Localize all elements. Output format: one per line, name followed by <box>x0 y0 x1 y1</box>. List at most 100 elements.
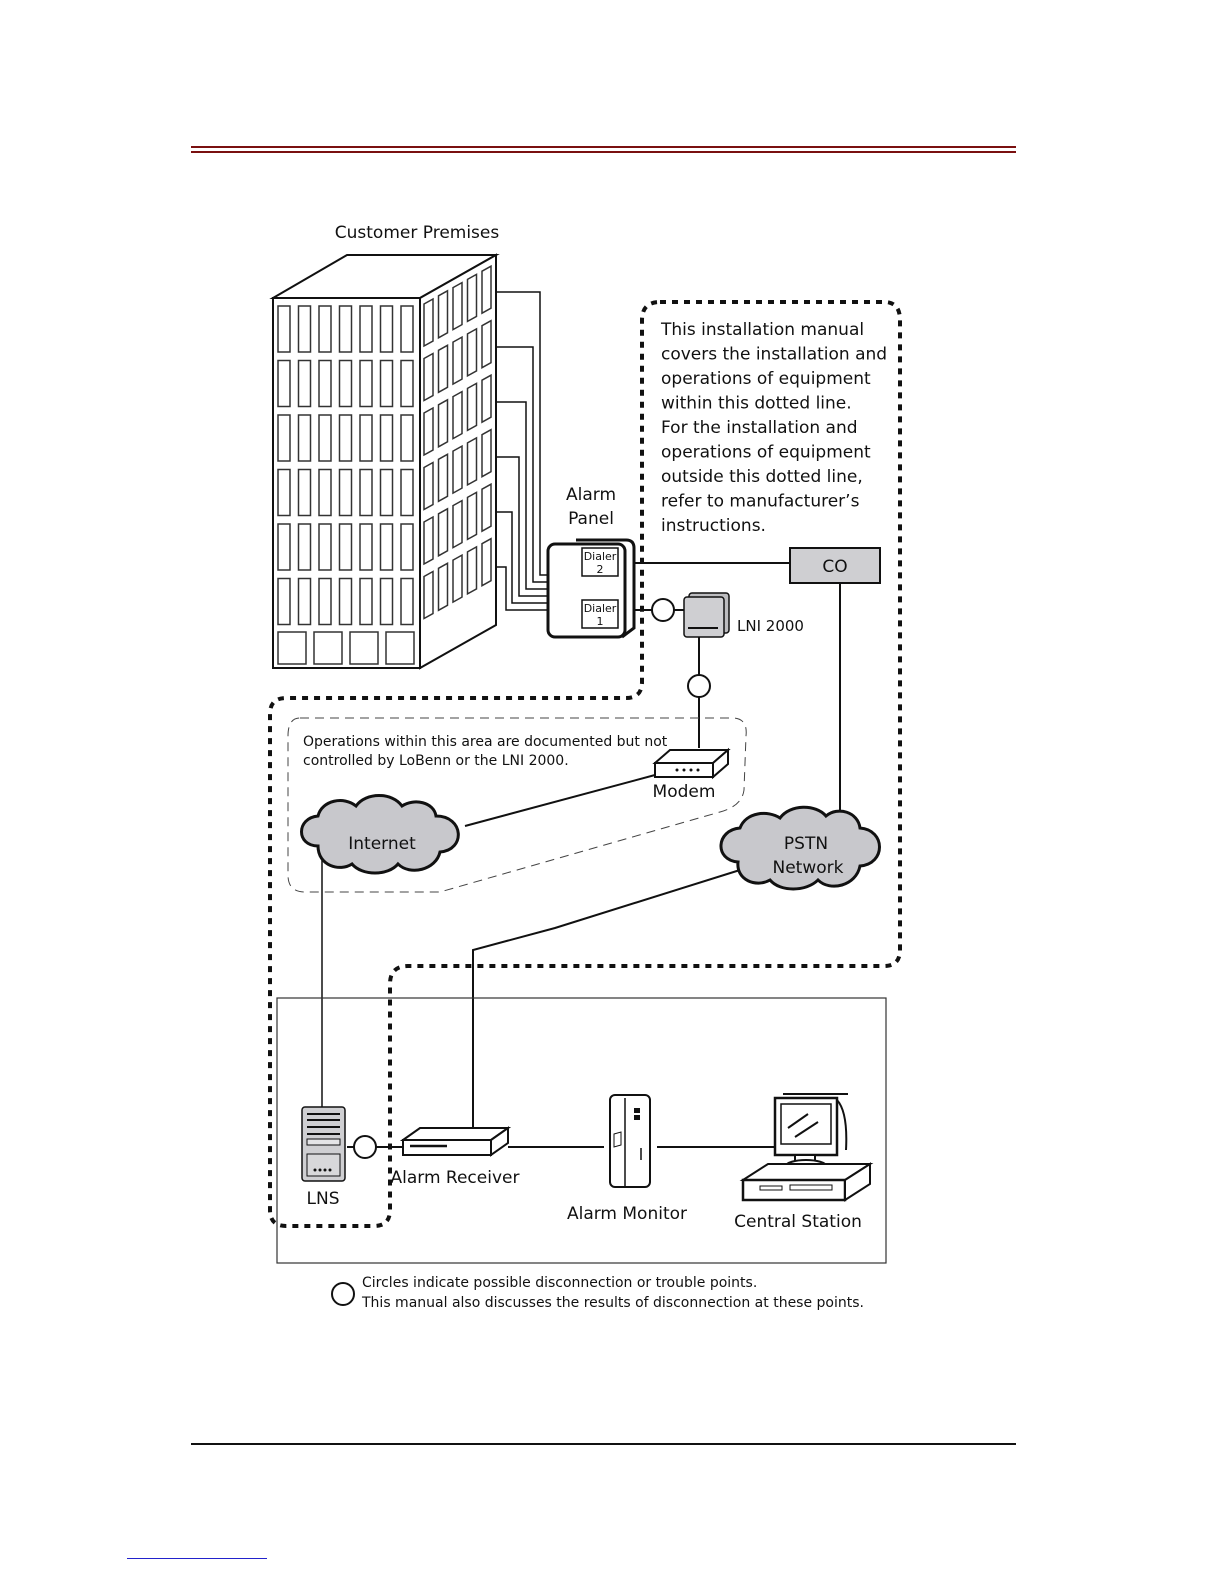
building-side-window <box>466 491 478 541</box>
building-window <box>359 468 373 517</box>
building-window <box>318 577 332 626</box>
building-window <box>379 468 394 517</box>
building-side-window <box>452 281 463 331</box>
building-door-window <box>277 631 307 665</box>
building-side-window <box>423 515 434 566</box>
building-window <box>379 577 394 626</box>
building-window <box>277 359 291 408</box>
building-side-window <box>481 373 492 424</box>
building-window <box>359 359 373 408</box>
lni-2000-device: LNI 2000 <box>683 592 804 638</box>
central-station-label: Central Station <box>734 1212 862 1232</box>
pstn-to-receiver-line <box>472 869 741 1128</box>
boundary-note-line: outside this dotted line, <box>661 467 863 487</box>
building-window <box>359 577 373 626</box>
boundary-note-line: instructions. <box>661 516 766 536</box>
building-window <box>277 523 291 571</box>
building-side-window <box>452 553 463 604</box>
central-station-enclosure <box>276 997 887 1264</box>
building-window <box>277 305 291 353</box>
legend-line-2: This manual also discusses the results o… <box>361 1295 864 1311</box>
building-side-window <box>452 335 463 386</box>
alarm-receiver-device: Alarm Receiver <box>391 1126 519 1188</box>
dialer-2-label-1: Dialer <box>584 550 617 563</box>
building-side-window <box>423 406 434 457</box>
building-window <box>297 414 312 462</box>
building-side-window <box>452 444 463 495</box>
footer-link-underline[interactable] <box>127 1558 267 1559</box>
area-note-line-1: Operations within this area are document… <box>303 734 668 750</box>
building-door-window <box>385 631 415 665</box>
building-side-window <box>466 382 478 432</box>
alarm-panel-label-1: Alarm <box>566 485 616 505</box>
building-side-window <box>452 390 463 440</box>
building-window <box>338 414 353 462</box>
building-side-window <box>452 499 463 549</box>
building-side-window <box>481 264 492 315</box>
pstn-label-2: Network <box>773 858 844 878</box>
building-side-window <box>466 545 478 596</box>
boundary-note-line: within this dotted line. <box>661 394 852 414</box>
building-side-window <box>466 273 478 323</box>
building-window <box>297 359 312 408</box>
building-side-window <box>423 297 434 348</box>
building-window <box>338 523 353 571</box>
pstn-cloud-icon: PSTN Network <box>719 805 881 891</box>
building-window <box>318 468 332 517</box>
installation-scope-boundary <box>268 300 902 1228</box>
building-window <box>400 577 414 626</box>
dialer-1-label-1: Dialer <box>584 602 617 615</box>
alarm-panel: Alarm Panel Dialer 2 Dialer 1 <box>546 485 636 639</box>
legend-line-1: Circles indicate possible disconnection … <box>362 1275 757 1291</box>
building-side-window <box>481 537 492 587</box>
building-window <box>379 414 394 462</box>
modem-device: Modem <box>652 747 731 802</box>
alarm-monitor-device: Alarm Monitor <box>567 1094 687 1224</box>
internet-label: Internet <box>348 834 416 854</box>
building-window <box>277 577 291 626</box>
building-side-window <box>437 289 449 340</box>
building-door-window <box>349 631 379 665</box>
building-door-window <box>313 631 343 665</box>
building-side-window <box>466 436 478 487</box>
building-window <box>400 359 414 408</box>
building-window <box>400 414 414 462</box>
trouble-point-lns-receiver <box>353 1135 377 1159</box>
boundary-note-line: covers the installation and <box>661 345 887 365</box>
building-wires <box>496 291 548 611</box>
boundary-note-line: For the installation and <box>661 418 858 438</box>
building-window <box>359 523 373 571</box>
alarm-monitor-label: Alarm Monitor <box>567 1204 687 1224</box>
building-side-window <box>423 461 434 511</box>
building-window <box>400 523 414 571</box>
area-note-line-2: controlled by LoBenn or the LNI 2000. <box>303 753 569 769</box>
pstn-label-1: PSTN <box>784 834 828 854</box>
building-side-window <box>423 570 434 620</box>
building-window <box>297 577 312 626</box>
building-window <box>277 414 291 462</box>
internet-cloud-icon: Internet <box>300 794 460 875</box>
building-window <box>379 523 394 571</box>
building-side-window <box>437 453 449 503</box>
building-window <box>379 359 394 408</box>
building-window <box>379 305 394 353</box>
documented-area-boundary <box>287 717 747 893</box>
building-window <box>338 577 353 626</box>
building-window <box>338 359 353 408</box>
trouble-point-legend-icon <box>331 1282 355 1306</box>
building-window <box>359 305 373 353</box>
modem-label: Modem <box>653 782 716 802</box>
building-window <box>359 414 373 462</box>
building-window <box>318 359 332 408</box>
building-window <box>338 468 353 517</box>
boundary-note-line: operations of equipment <box>661 369 871 389</box>
modem-to-internet-line <box>464 774 656 827</box>
building-window <box>400 468 414 517</box>
building-side-window <box>466 327 478 378</box>
header-rule-lower <box>191 151 1016 153</box>
trouble-point-panel-lni <box>651 598 675 622</box>
lns-server-icon: LNS <box>301 1106 346 1209</box>
co-box: CO <box>789 547 881 584</box>
